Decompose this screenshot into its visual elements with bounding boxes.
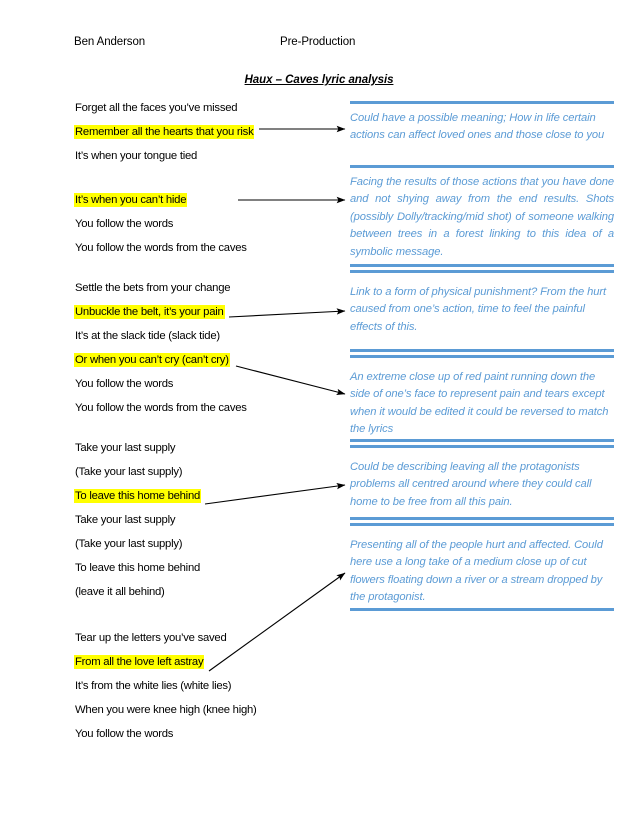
lyric-line: You follow the words from the caves [75, 402, 247, 414]
lyric-line-highlighted: Or when you can’t cry (can’t cry) [74, 353, 230, 367]
annotation-block-4: An extreme close up of red paint running… [350, 369, 614, 439]
annotation-block-5: Could be describing leaving all the prot… [350, 459, 614, 511]
page-title: Haux – Caves lyric analysis [244, 74, 394, 86]
divider-line [350, 439, 614, 442]
annotation-divider-double [350, 349, 614, 358]
lyric-line-highlighted: Unbuckle the belt, it’s your pain [74, 305, 225, 319]
annotation-divider-top [350, 101, 614, 104]
divider-line [350, 355, 614, 358]
lyric-line: (Take your last supply) [75, 538, 183, 550]
annotation-text: Could have a possible meaning; How in li… [350, 112, 605, 142]
annotation-block-6: Presenting all of the people hurt and af… [350, 537, 614, 607]
production-stage: Pre-Production [280, 36, 356, 48]
annotation-divider-double [350, 517, 614, 526]
lyric-line-highlighted: Remember all the hearts that you risk [74, 125, 255, 139]
lyric-line: Take your last supply [75, 514, 176, 526]
annotation-text: Link to a form of physical punishment? F… [350, 286, 606, 333]
lyric-line: (Take your last supply) [75, 466, 183, 478]
lyric-line-highlighted: From all the love left astray [74, 655, 205, 669]
lyric-line-highlighted: To leave this home behind [74, 489, 202, 503]
lyric-line: (leave it all behind) [75, 586, 165, 598]
divider-line [350, 349, 614, 352]
divider-line [350, 270, 614, 273]
document-header: Ben Anderson Pre-Production [74, 36, 554, 52]
divider-line [350, 608, 614, 611]
lyric-line: You follow the words [75, 378, 174, 390]
annotation-block-1: Could have a possible meaning; How in li… [350, 110, 614, 145]
divider-line [350, 517, 614, 520]
annotation-block-2: Facing the results of those actions that… [350, 174, 614, 261]
annotation-text: An extreme close up of red paint running… [350, 371, 609, 436]
annotation-divider-bottom [350, 608, 614, 611]
annotation-block-3: Link to a form of physical punishment? F… [350, 284, 614, 336]
lyric-line: You follow the words from the caves [75, 242, 247, 254]
lyric-line: You follow the words [75, 728, 174, 740]
annotation-text: Facing the results of those actions that… [350, 176, 614, 258]
annotation-divider-double [350, 439, 614, 448]
divider-line [350, 523, 614, 526]
lyric-line: When you were knee high (knee high) [75, 704, 257, 716]
annotation-text: Presenting all of the people hurt and af… [350, 539, 603, 604]
lyric-line-highlighted: It’s when you can’t hide [74, 193, 188, 207]
lyric-line: It’s at the slack tide (slack tide) [75, 330, 220, 342]
annotation-divider [350, 165, 614, 168]
lyric-line: It’s from the white lies (white lies) [75, 680, 232, 692]
lyric-line: Tear up the letters you’ve saved [75, 632, 227, 644]
lyric-line: Take your last supply [75, 442, 176, 454]
lyric-line: Forget all the faces you’ve missed [75, 102, 238, 114]
lyric-line: Settle the bets from your change [75, 282, 231, 294]
lyric-line: To leave this home behind [75, 562, 201, 574]
divider-line [350, 445, 614, 448]
annotation-text: Could be describing leaving all the prot… [350, 461, 592, 508]
lyric-line: It’s when your tongue tied [75, 150, 198, 162]
lyrics-column: Forget all the faces you’ve missed Remem… [74, 96, 336, 746]
divider-line [350, 165, 614, 168]
annotation-divider-double [350, 264, 614, 273]
author-name: Ben Anderson [74, 36, 146, 48]
divider-line [350, 264, 614, 267]
divider-line [350, 101, 614, 104]
lyric-line: You follow the words [75, 218, 174, 230]
